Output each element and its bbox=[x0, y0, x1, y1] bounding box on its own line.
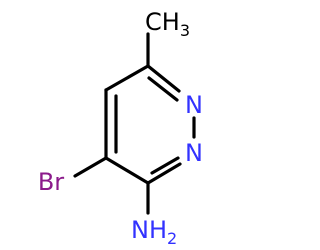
bond-c6-n1-inner bbox=[147, 76, 179, 102]
nitrogen-n1-label: N bbox=[185, 91, 203, 119]
nitrogen-n2-label: N bbox=[185, 139, 203, 167]
bond-c5-c6 bbox=[104, 64, 150, 92]
amine-label: NH2 bbox=[131, 216, 177, 248]
molecule-structure: CH3 N N Br NH2 bbox=[38, 8, 203, 248]
bond-c3-c4 bbox=[104, 156, 150, 185]
molecule-canvas: CH3 N N Br NH2 bbox=[38, 8, 203, 248]
bond-c6-n1 bbox=[146, 64, 181, 93]
bond-c4-br bbox=[73, 156, 108, 178]
methyl-label: CH3 bbox=[145, 8, 190, 40]
bond-n2-c3-inner bbox=[150, 156, 180, 175]
bond-n2-c3 bbox=[146, 162, 182, 185]
bromine-label: Br bbox=[38, 168, 64, 196]
